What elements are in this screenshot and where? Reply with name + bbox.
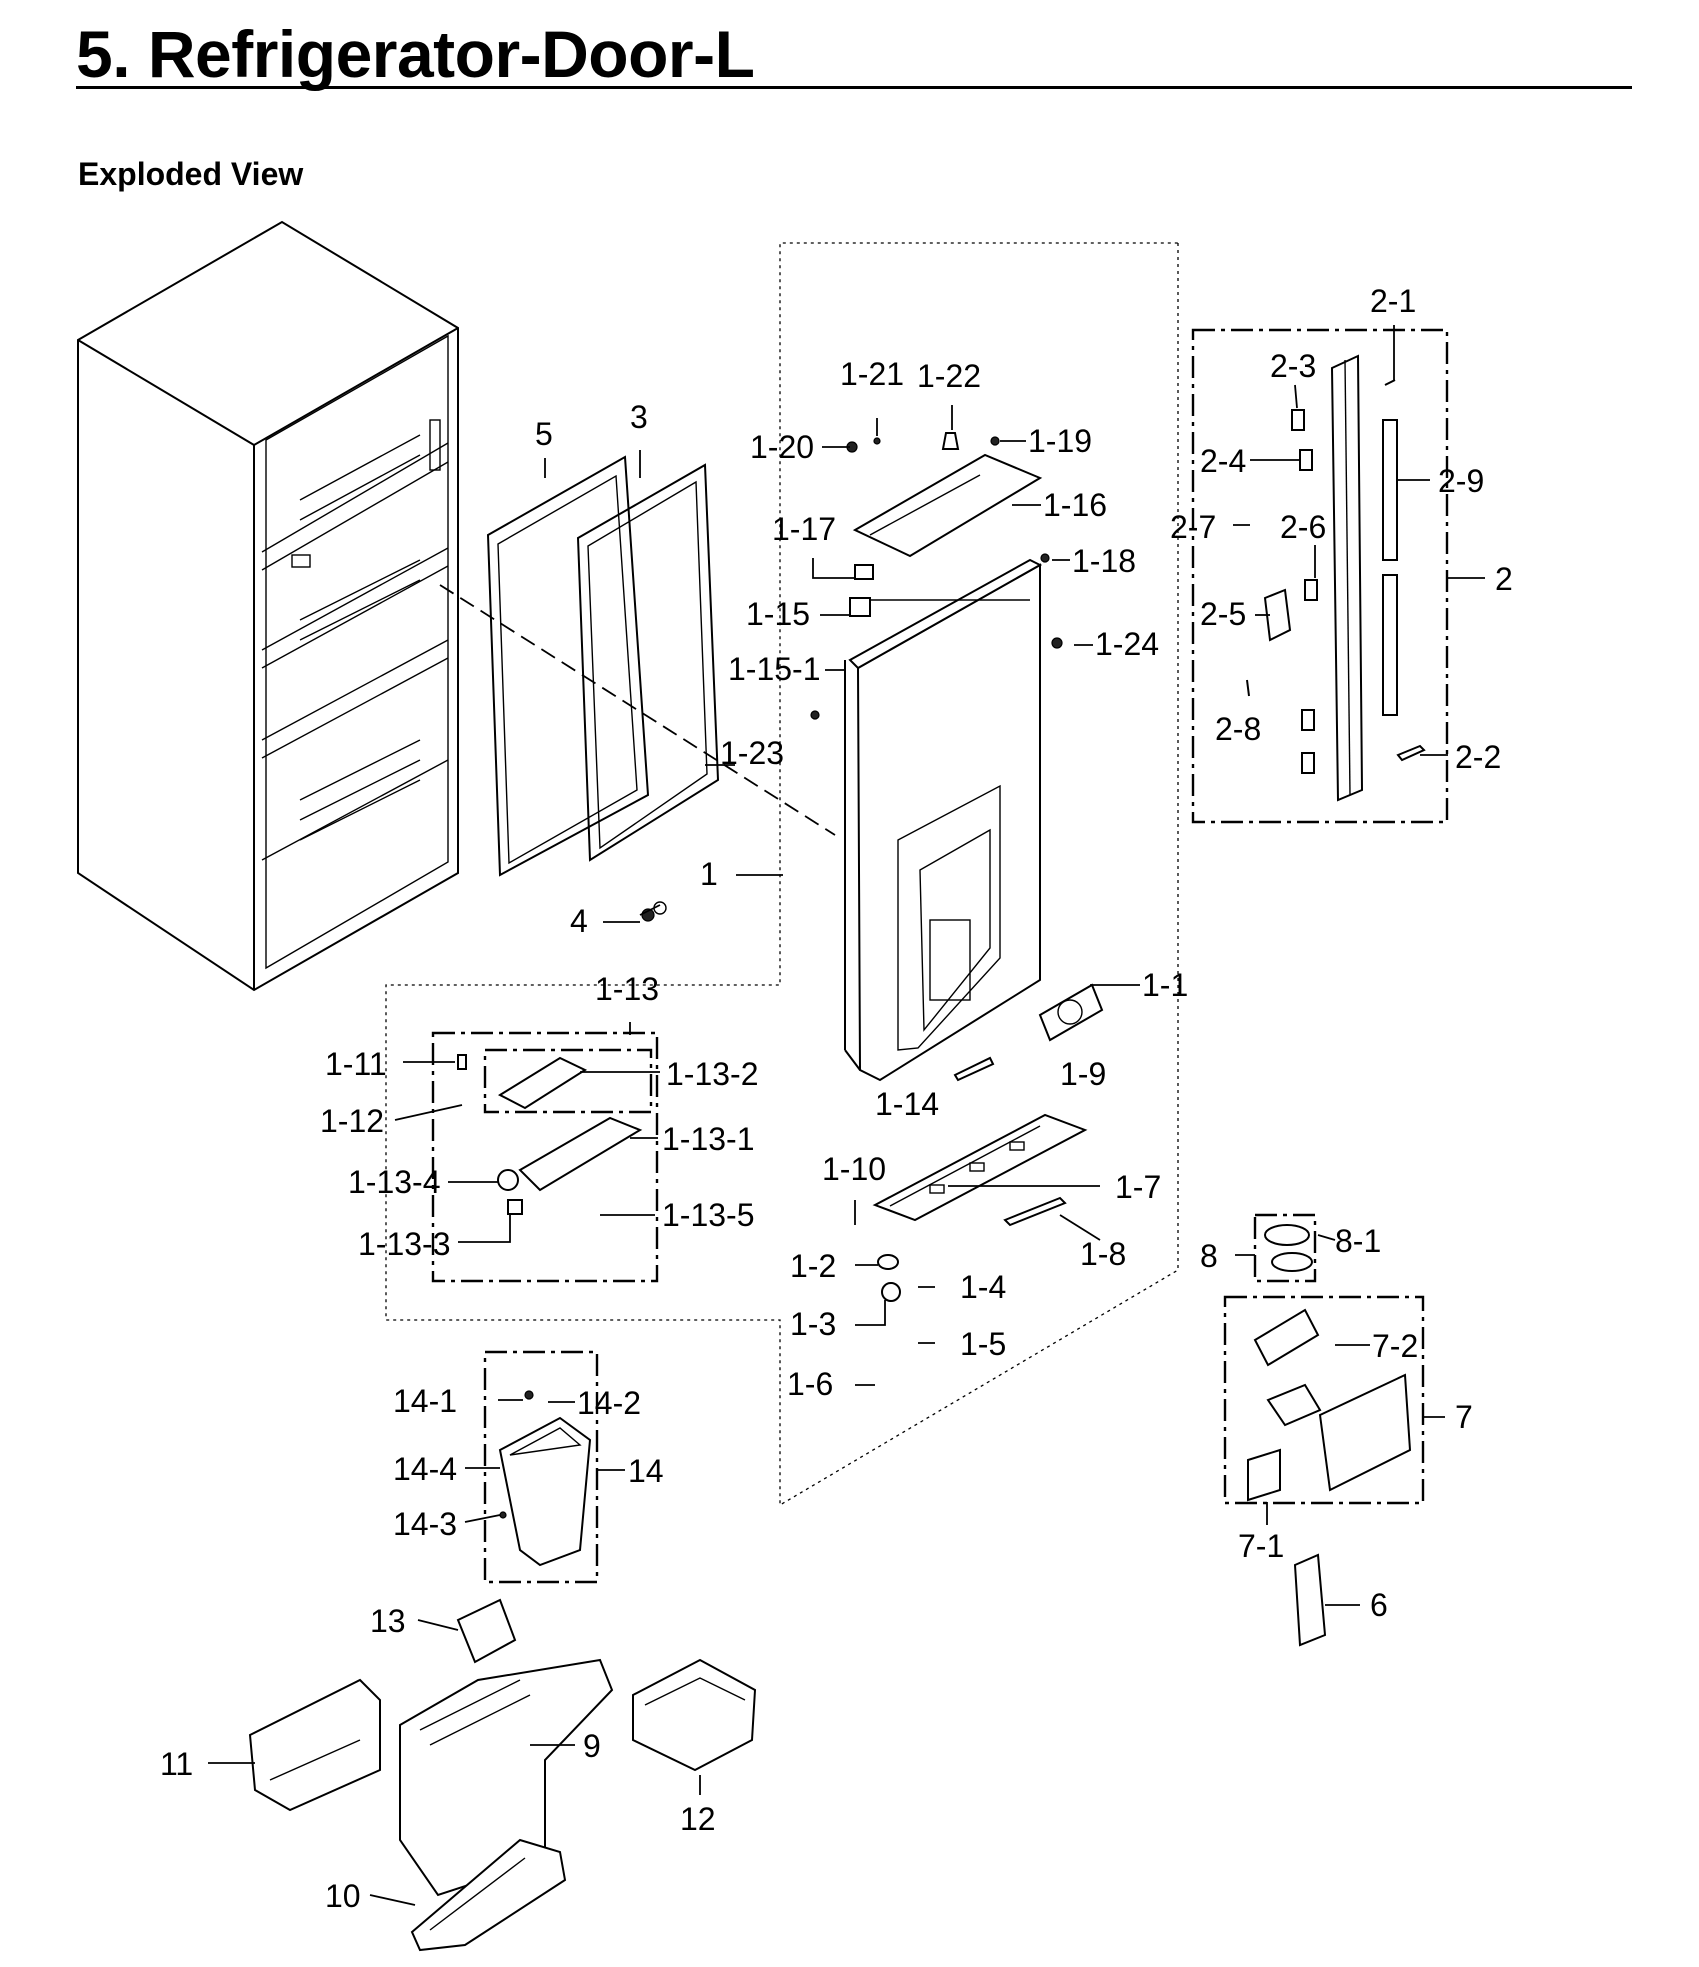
group-2-boundary	[1191, 328, 1449, 824]
label-14-3: 14-3	[393, 1506, 457, 1542]
group-1-boundary	[385, 242, 1179, 1507]
section-heading: Exploded View	[78, 156, 304, 192]
label-1-15: 1-15	[746, 596, 810, 632]
group-14-parts	[498, 1390, 592, 1567]
label-2-9: 2-9	[1438, 463, 1484, 499]
part-labels: 5 3 4 1 1-23 1-20 1-21 1-22 1-19 1-16 1-…	[160, 283, 1513, 1914]
label-2-7: 2-7	[1170, 509, 1216, 545]
label-2-1: 2-1	[1370, 283, 1416, 319]
bin-9	[399, 1658, 614, 1897]
label-1-13: 1-13	[595, 971, 659, 1007]
label-7-2: 7-2	[1372, 1328, 1418, 1364]
bin-11	[248, 1678, 381, 1812]
label-11: 11	[160, 1746, 193, 1782]
label-8: 8	[1200, 1238, 1218, 1274]
strip-1-14	[953, 1056, 995, 1082]
label-1-15-1: 1-15-1	[728, 651, 821, 687]
group-14-boundary	[483, 1350, 599, 1584]
group-1-hardware	[641, 432, 1063, 922]
label-1-16: 1-16	[1043, 487, 1107, 523]
group-7-parts	[1247, 1308, 1412, 1502]
label-9: 9	[583, 1728, 601, 1764]
bin-13	[456, 1598, 517, 1664]
bin-6	[1293, 1553, 1327, 1647]
label-1-21: 1-21	[840, 356, 904, 392]
label-1-12: 1-12	[320, 1103, 384, 1139]
cam-1-3	[881, 1282, 901, 1302]
door-shell	[844, 558, 1043, 1082]
bin-12	[632, 1658, 757, 1772]
label-2-3: 2-3	[1270, 348, 1316, 384]
label-1-8: 1-8	[1080, 1236, 1126, 1272]
group-8-parts	[1264, 1224, 1313, 1272]
label-1-24: 1-24	[1095, 626, 1159, 662]
bin-10	[410, 1838, 567, 1952]
refrigerator-cabinet	[77, 220, 459, 992]
label-1-4: 1-4	[960, 1269, 1006, 1305]
bottom-cap-1-7	[872, 1113, 1088, 1222]
label-1-13-1: 1-13-1	[662, 1121, 755, 1157]
label-1-7: 1-7	[1115, 1169, 1161, 1205]
title-rule	[76, 86, 1632, 89]
label-1-6: 1-6	[787, 1366, 833, 1402]
label-1-13-2: 1-13-2	[666, 1056, 759, 1092]
gasket-3	[576, 463, 720, 862]
label-2-5: 2-5	[1200, 596, 1246, 632]
label-1-22: 1-22	[917, 358, 981, 394]
label-5: 5	[535, 416, 553, 452]
label-1-5: 1-5	[960, 1326, 1006, 1362]
label-1-2: 1-2	[790, 1248, 836, 1284]
label-14-2: 14-2	[577, 1385, 641, 1421]
gasket-5	[486, 455, 650, 877]
label-1-20: 1-20	[750, 429, 814, 465]
label-2: 2	[1495, 561, 1513, 597]
label-10: 10	[325, 1878, 361, 1914]
label-14-1: 14-1	[393, 1383, 457, 1419]
label-1-10: 1-10	[822, 1151, 886, 1187]
label-2-6: 2-6	[1280, 509, 1326, 545]
label-2-2: 2-2	[1455, 739, 1501, 775]
label-1-11: 1-11	[325, 1046, 387, 1082]
label-12: 12	[680, 1801, 716, 1837]
label-6: 6	[1370, 1587, 1388, 1623]
fan-assembly-1-1	[1038, 983, 1104, 1042]
label-8-1: 8-1	[1335, 1223, 1381, 1259]
label-1-3: 1-3	[790, 1306, 836, 1342]
label-7: 7	[1455, 1399, 1473, 1435]
label-1-13-4: 1-13-4	[348, 1164, 441, 1200]
label-1-13-5: 1-13-5	[662, 1197, 755, 1233]
label-1-13-3: 1-13-3	[358, 1226, 451, 1262]
label-7-1: 7-1	[1238, 1528, 1284, 1564]
label-1-23: 1-23	[720, 735, 784, 771]
label-1-18: 1-18	[1072, 543, 1136, 579]
label-1-9: 1-9	[1060, 1056, 1106, 1092]
group-1-13-parts	[457, 1054, 643, 1215]
label-2-8: 2-8	[1215, 711, 1261, 747]
group-1-13-2-boundary	[483, 1048, 653, 1114]
label-14-4: 14-4	[393, 1451, 457, 1487]
page-title: 5. Refrigerator-Door-L	[76, 17, 755, 91]
top-cover-1-16	[852, 453, 1043, 558]
label-2-4: 2-4	[1200, 443, 1246, 479]
group-7-boundary	[1223, 1295, 1425, 1505]
leader-lines	[208, 325, 1485, 1906]
group-8-boundary	[1253, 1213, 1317, 1283]
group-1-13-boundary	[431, 1031, 659, 1283]
label-1-19: 1-19	[1028, 423, 1092, 459]
label-1-14: 1-14	[875, 1086, 939, 1122]
group-2-parts	[1246, 354, 1426, 802]
label-3: 3	[630, 399, 648, 435]
label-4: 4	[570, 903, 588, 939]
label-14: 14	[628, 1453, 664, 1489]
trim-1-8	[1003, 1196, 1067, 1227]
label-1-17: 1-17	[772, 511, 836, 547]
label-1: 1	[700, 856, 718, 892]
label-13: 13	[370, 1603, 406, 1639]
cam-1-2	[877, 1254, 899, 1270]
label-1-1: 1-1	[1142, 967, 1188, 1003]
